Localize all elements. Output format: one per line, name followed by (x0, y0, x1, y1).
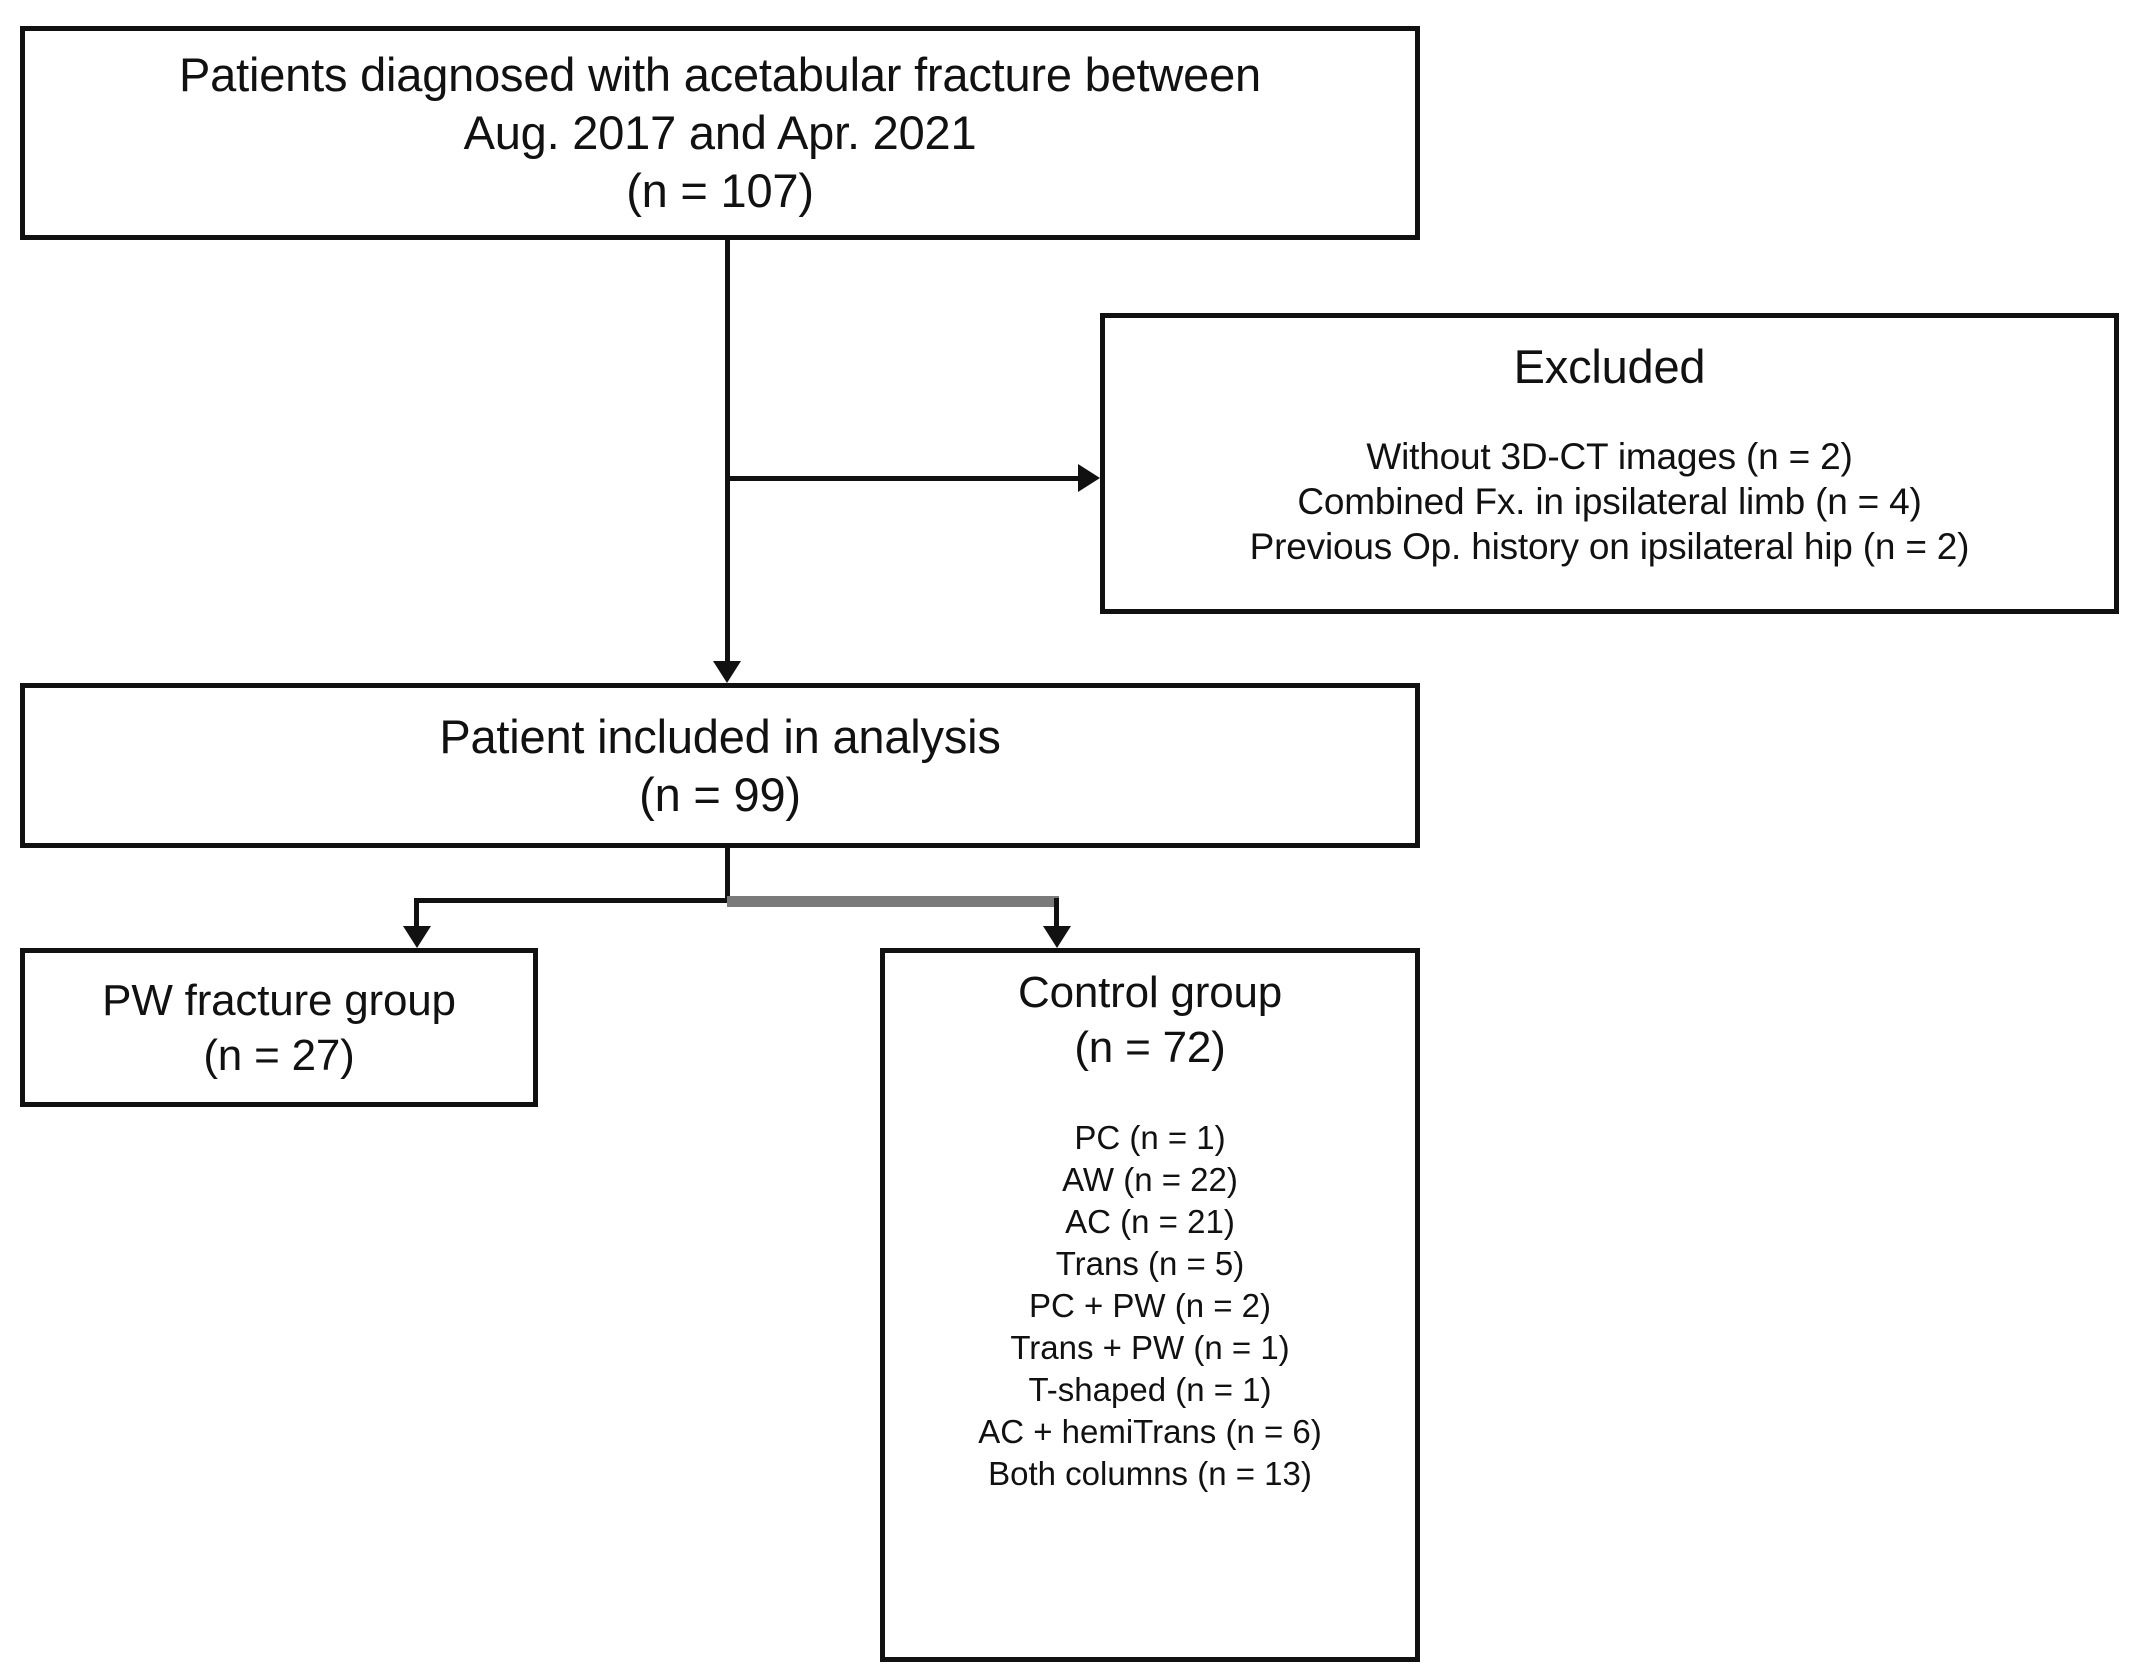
connector-enrollment-to-included (725, 240, 730, 663)
included-count: (n = 99) (639, 767, 801, 821)
pw-group-label: PW fracture group (102, 975, 456, 1025)
control-breakdown-item: AW (n = 22) (1062, 1161, 1238, 1198)
control-group-label: Control group (1018, 968, 1282, 1017)
excluded-title: Excluded (1513, 340, 1706, 393)
connector-split-right (727, 896, 1059, 907)
included-line-1: Patient included in analysis (439, 709, 1001, 763)
excluded-reason-list: Without 3D-CT images (n = 2) Combined Fx… (1250, 434, 1970, 569)
connector-included-to-split (725, 848, 730, 903)
connector-split-left (414, 898, 730, 903)
control-breakdown-item: AC + hemiTrans (n = 6) (978, 1413, 1322, 1450)
arrowhead-pw (403, 926, 431, 948)
excluded-reason: Without 3D-CT images (n = 2) (1366, 436, 1853, 477)
included-box: Patient included in analysis (n = 99) (20, 683, 1420, 848)
enrollment-box: Patients diagnosed with acetabular fract… (20, 26, 1420, 240)
connector-trunk-to-excluded (725, 476, 1078, 481)
control-breakdown-item: T-shaped (n = 1) (1028, 1371, 1272, 1408)
arrowhead-excluded (1078, 464, 1100, 492)
arrowhead-control (1043, 926, 1071, 948)
control-breakdown-item: Trans + PW (n = 1) (1010, 1329, 1290, 1366)
control-group-count: (n = 72) (1074, 1023, 1226, 1072)
control-group-breakdown-list: PC (n = 1) AW (n = 22) AC (n = 21) Trans… (978, 1117, 1322, 1495)
control-group-box: Control group (n = 72) PC (n = 1) AW (n … (880, 948, 1420, 1662)
control-breakdown-item: AC (n = 21) (1065, 1203, 1235, 1240)
excluded-reason: Combined Fx. in ipsilateral limb (n = 4) (1297, 481, 1922, 522)
enrollment-count: (n = 107) (626, 164, 814, 217)
connector-split-to-pw (414, 898, 419, 930)
enrollment-line-2: Aug. 2017 and Apr. 2021 (463, 106, 977, 159)
pw-group-count: (n = 27) (203, 1030, 355, 1080)
enrollment-line-1: Patients diagnosed with acetabular fract… (179, 48, 1261, 101)
control-breakdown-item: Trans (n = 5) (1055, 1245, 1245, 1282)
pw-fracture-group-box: PW fracture group (n = 27) (20, 948, 538, 1107)
connector-split-to-control (1054, 898, 1059, 930)
control-breakdown-item: Both columns (n = 13) (988, 1455, 1312, 1492)
control-breakdown-item: PC + PW (n = 2) (1028, 1287, 1272, 1324)
excluded-box: Excluded Without 3D-CT images (n = 2) Co… (1100, 313, 2119, 614)
excluded-reason: Previous Op. history on ipsilateral hip … (1249, 526, 1970, 567)
control-breakdown-item: PC (n = 1) (1074, 1119, 1226, 1156)
arrowhead-included (713, 661, 741, 683)
